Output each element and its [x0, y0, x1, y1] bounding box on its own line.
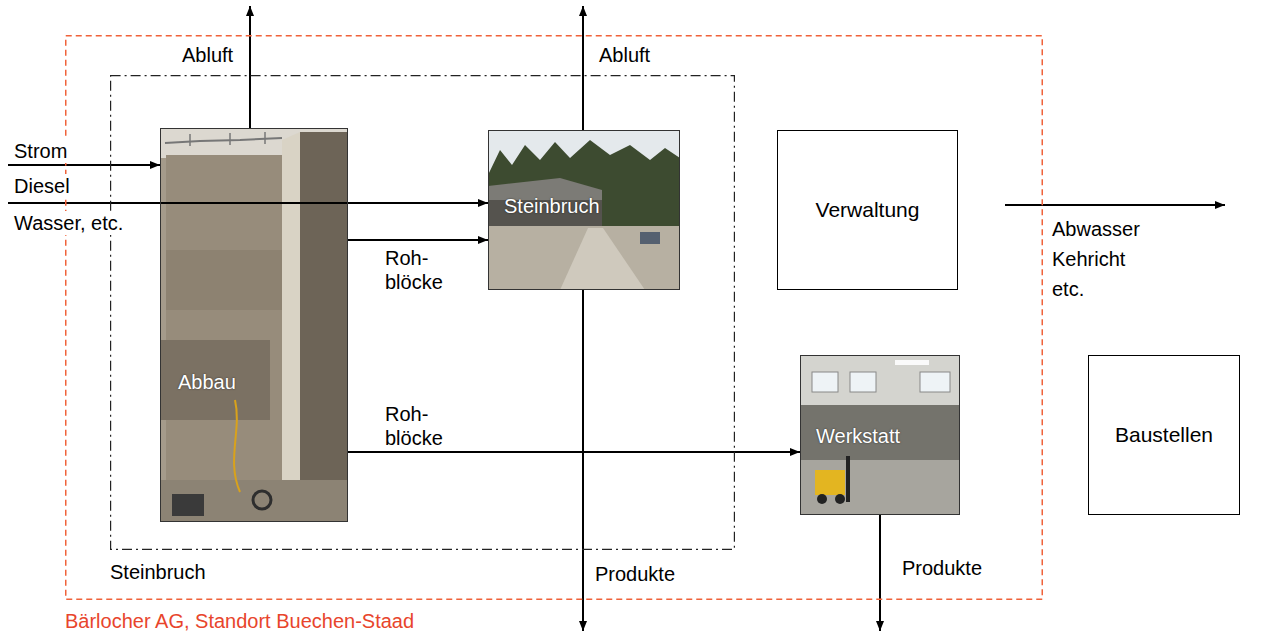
quarry-area-border	[111, 76, 735, 550]
process-box: Baustellen	[1088, 355, 1240, 515]
process-name: Baustellen	[1115, 423, 1213, 447]
edge-label: Roh- blöcke	[385, 402, 443, 450]
quarry-area-outline	[110, 75, 735, 550]
site-boundary-border	[66, 36, 1043, 600]
site-name: Bärlocher AG, Standort Buechen-Staad	[65, 609, 1043, 633]
quarry-area: AbbauSteinbruchSteinbruch	[110, 75, 735, 550]
site-boundary: AbbauSteinbruchSteinbruchVerwaltungWerks…	[65, 35, 1043, 600]
input-label: Wasser, etc.	[12, 211, 125, 235]
input-label: Strom	[12, 139, 69, 163]
flow-connector	[348, 239, 488, 241]
output-label: Abwasser Kehricht etc.	[1050, 214, 1142, 304]
flow-label: Abluft	[597, 43, 652, 67]
flow-connector	[348, 451, 800, 453]
quarry-site-photo	[488, 130, 680, 290]
process-name: Steinbruch	[504, 194, 679, 218]
flow-label: Abluft	[180, 43, 235, 67]
flow-arrow	[8, 6, 1225, 631]
process-box: Verwaltung	[777, 130, 958, 290]
edge-label: Roh- blöcke	[385, 246, 443, 294]
output-label: Produkte	[900, 556, 984, 580]
workshop-photo-box: Werkstatt	[800, 355, 960, 515]
input-label: Diesel	[12, 174, 72, 198]
extraction-photo-box: Abbau	[160, 128, 348, 522]
output-label: Produkte	[593, 562, 677, 586]
site-boundary-outline	[65, 35, 1043, 600]
quarry-photo-box: Steinbruch	[488, 130, 680, 290]
process-name: Abbau	[178, 370, 347, 394]
process-name: Werkstatt	[816, 424, 959, 448]
workshop-photo	[800, 355, 960, 515]
process-name: Verwaltung	[816, 198, 920, 222]
quarry-face-photo	[160, 128, 348, 522]
